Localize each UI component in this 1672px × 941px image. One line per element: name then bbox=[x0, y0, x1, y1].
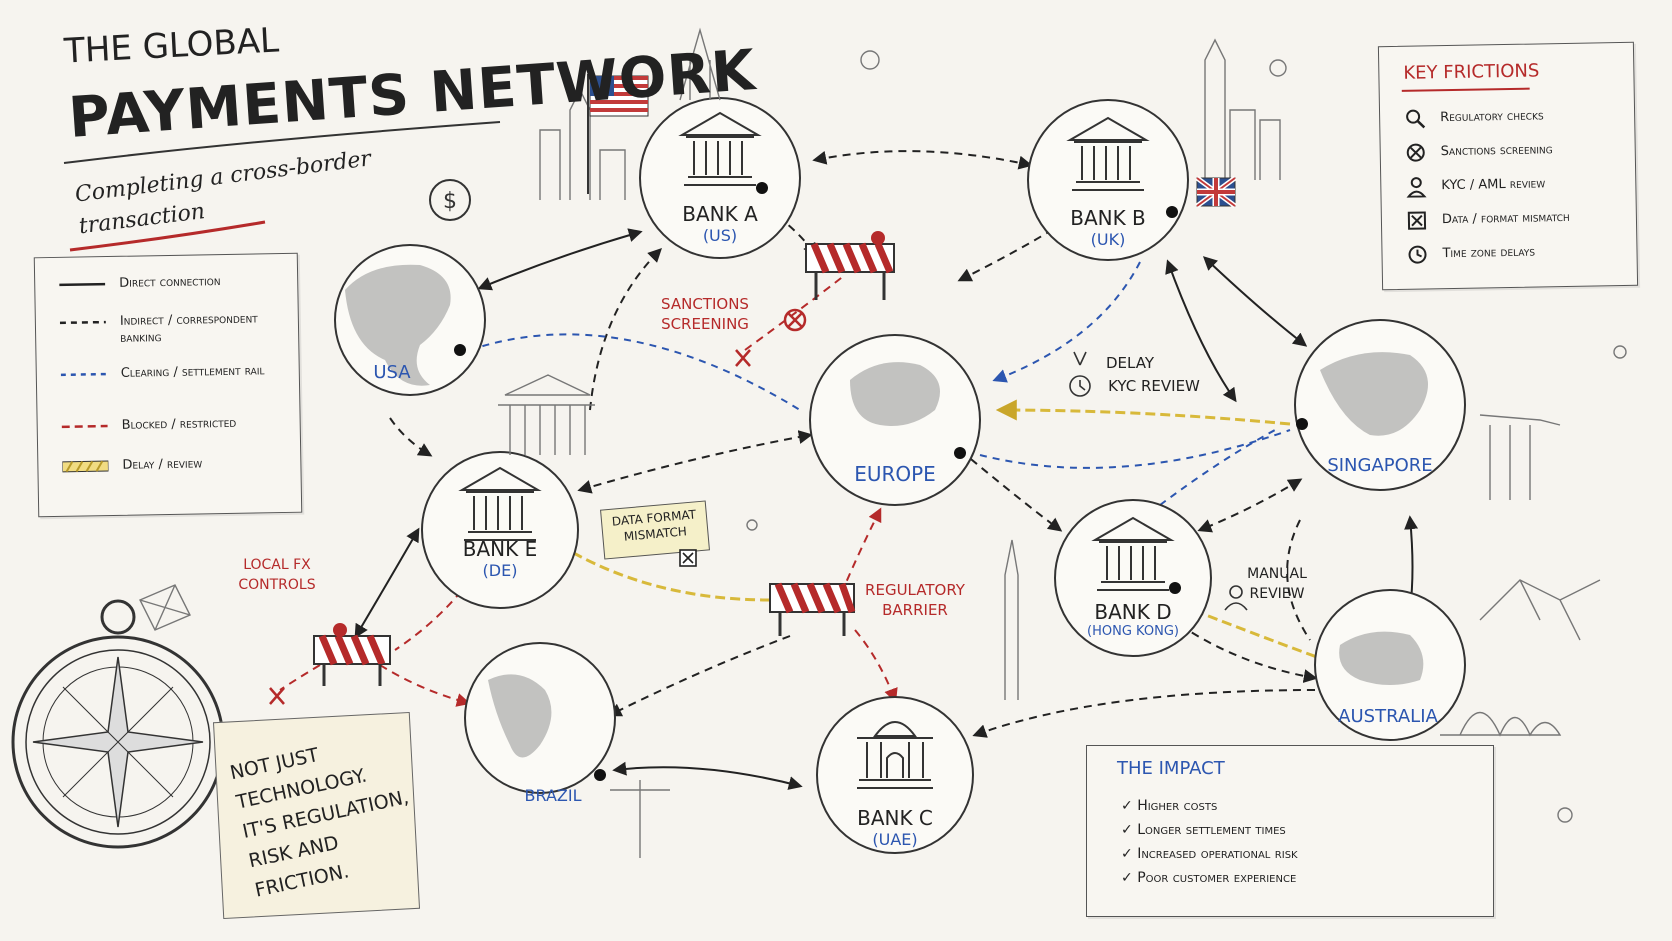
node-bank-a: BANK A (US) bbox=[635, 202, 805, 245]
striped-bar-icon bbox=[62, 460, 109, 473]
svg-text:$: $ bbox=[443, 189, 457, 214]
legend-label: Clearing / settlement rail bbox=[120, 363, 265, 381]
note-text: NOT JUST TECHNOLOGY. IT'S REGULATION, RI… bbox=[228, 744, 411, 902]
bank-name: BANK A bbox=[682, 202, 758, 226]
impact-title: THE IMPACT bbox=[1117, 758, 1225, 779]
title-underline bbox=[1401, 87, 1530, 92]
annotation-sanctions: SANCTIONS SCREENING bbox=[661, 295, 749, 333]
legend-label: Direct connection bbox=[119, 274, 221, 291]
impact-item: ✓ Longer settlement times bbox=[1121, 822, 1286, 838]
magnifier-icon bbox=[1406, 109, 1426, 129]
person-icon bbox=[1406, 177, 1427, 198]
annotation-delay: DELAY bbox=[1106, 354, 1154, 372]
clock-icon bbox=[1408, 245, 1427, 264]
node-bank-b: BANK B (UK) bbox=[1023, 206, 1193, 249]
check-icon: ✓ bbox=[1121, 870, 1133, 886]
legend-row-clearing: Clearing / settlement rail bbox=[37, 362, 299, 381]
sticky-note: NOT JUST TECHNOLOGY. IT'S REGULATION, RI… bbox=[212, 711, 421, 920]
node-bank-e: BANK E (DE) bbox=[415, 537, 585, 580]
legend-row-direct: Direct connection bbox=[35, 272, 297, 291]
node-bank-c: BANK C (UAE) bbox=[810, 806, 980, 849]
blue-dashed-line-icon bbox=[60, 372, 107, 377]
bank-country: (DE) bbox=[482, 561, 518, 580]
impact-item: ✓ Higher costs bbox=[1121, 798, 1218, 814]
node-usa: USA bbox=[373, 362, 411, 383]
bank-name: BANK E bbox=[462, 537, 538, 561]
red-dashed-line-icon bbox=[61, 424, 108, 429]
node-singapore: SINGAPORE bbox=[1327, 455, 1433, 476]
cross-circle-icon bbox=[1406, 143, 1425, 162]
key-frictions-panel: KEY FRICTIONS Regulatory checks Sanction… bbox=[1377, 41, 1639, 291]
legend-label: Delay / review bbox=[122, 456, 203, 473]
impact-item: ✓ Poor customer experience bbox=[1121, 870, 1297, 886]
bank-country: (UK) bbox=[1090, 230, 1126, 249]
check-icon: ✓ bbox=[1121, 846, 1133, 862]
annotation-manual: MANUAL REVIEW bbox=[1247, 566, 1307, 602]
check-icon: ✓ bbox=[1121, 798, 1133, 814]
bank-country: (UAE) bbox=[872, 830, 918, 849]
legend-label: Blocked / restricted bbox=[121, 415, 237, 433]
node-europe: EUROPE bbox=[854, 462, 936, 486]
legend: Direct connection Indirect / corresponde… bbox=[33, 252, 303, 518]
legend-label: Indirect / correspondent banking bbox=[119, 311, 258, 346]
legend-row-delay: Delay / review bbox=[38, 454, 300, 473]
node-bank-d: BANK D (HONG KONG) bbox=[1048, 600, 1218, 639]
annotation-regulatory: REGULATORY BARRIER bbox=[865, 581, 965, 619]
key-frictions-title: KEY FRICTIONS bbox=[1403, 60, 1540, 84]
bank-name: BANK C bbox=[857, 806, 933, 830]
dashed-line-icon bbox=[59, 320, 106, 325]
annotation-kyc: KYC REVIEW bbox=[1108, 377, 1200, 395]
bank-name: BANK D bbox=[1094, 600, 1172, 624]
mismatch-x-icon bbox=[679, 549, 697, 567]
legend-row-indirect: Indirect / correspondent banking bbox=[36, 310, 298, 346]
legend-row-blocked: Blocked / restricted bbox=[38, 414, 300, 433]
bank-country: (US) bbox=[702, 226, 738, 245]
check-icon: ✓ bbox=[1121, 822, 1133, 838]
node-brazil: BRAZIL bbox=[524, 786, 582, 805]
impact-item: ✓ Increased operational risk bbox=[1121, 846, 1298, 862]
bank-country: (HONG KONG) bbox=[1087, 624, 1179, 639]
impact-panel: THE IMPACT ✓ Higher costs ✓ Longer settl… bbox=[1086, 745, 1494, 917]
node-australia: AUSTRALIA bbox=[1338, 706, 1438, 727]
solid-line-icon bbox=[59, 282, 106, 287]
bank-name: BANK B bbox=[1070, 206, 1146, 230]
annotation-local-fx: LOCAL FX CONTROLS bbox=[238, 557, 316, 593]
annotation-data-format: DATA FORMAT MISMATCH bbox=[611, 507, 697, 544]
x-box-icon bbox=[1407, 211, 1427, 230]
